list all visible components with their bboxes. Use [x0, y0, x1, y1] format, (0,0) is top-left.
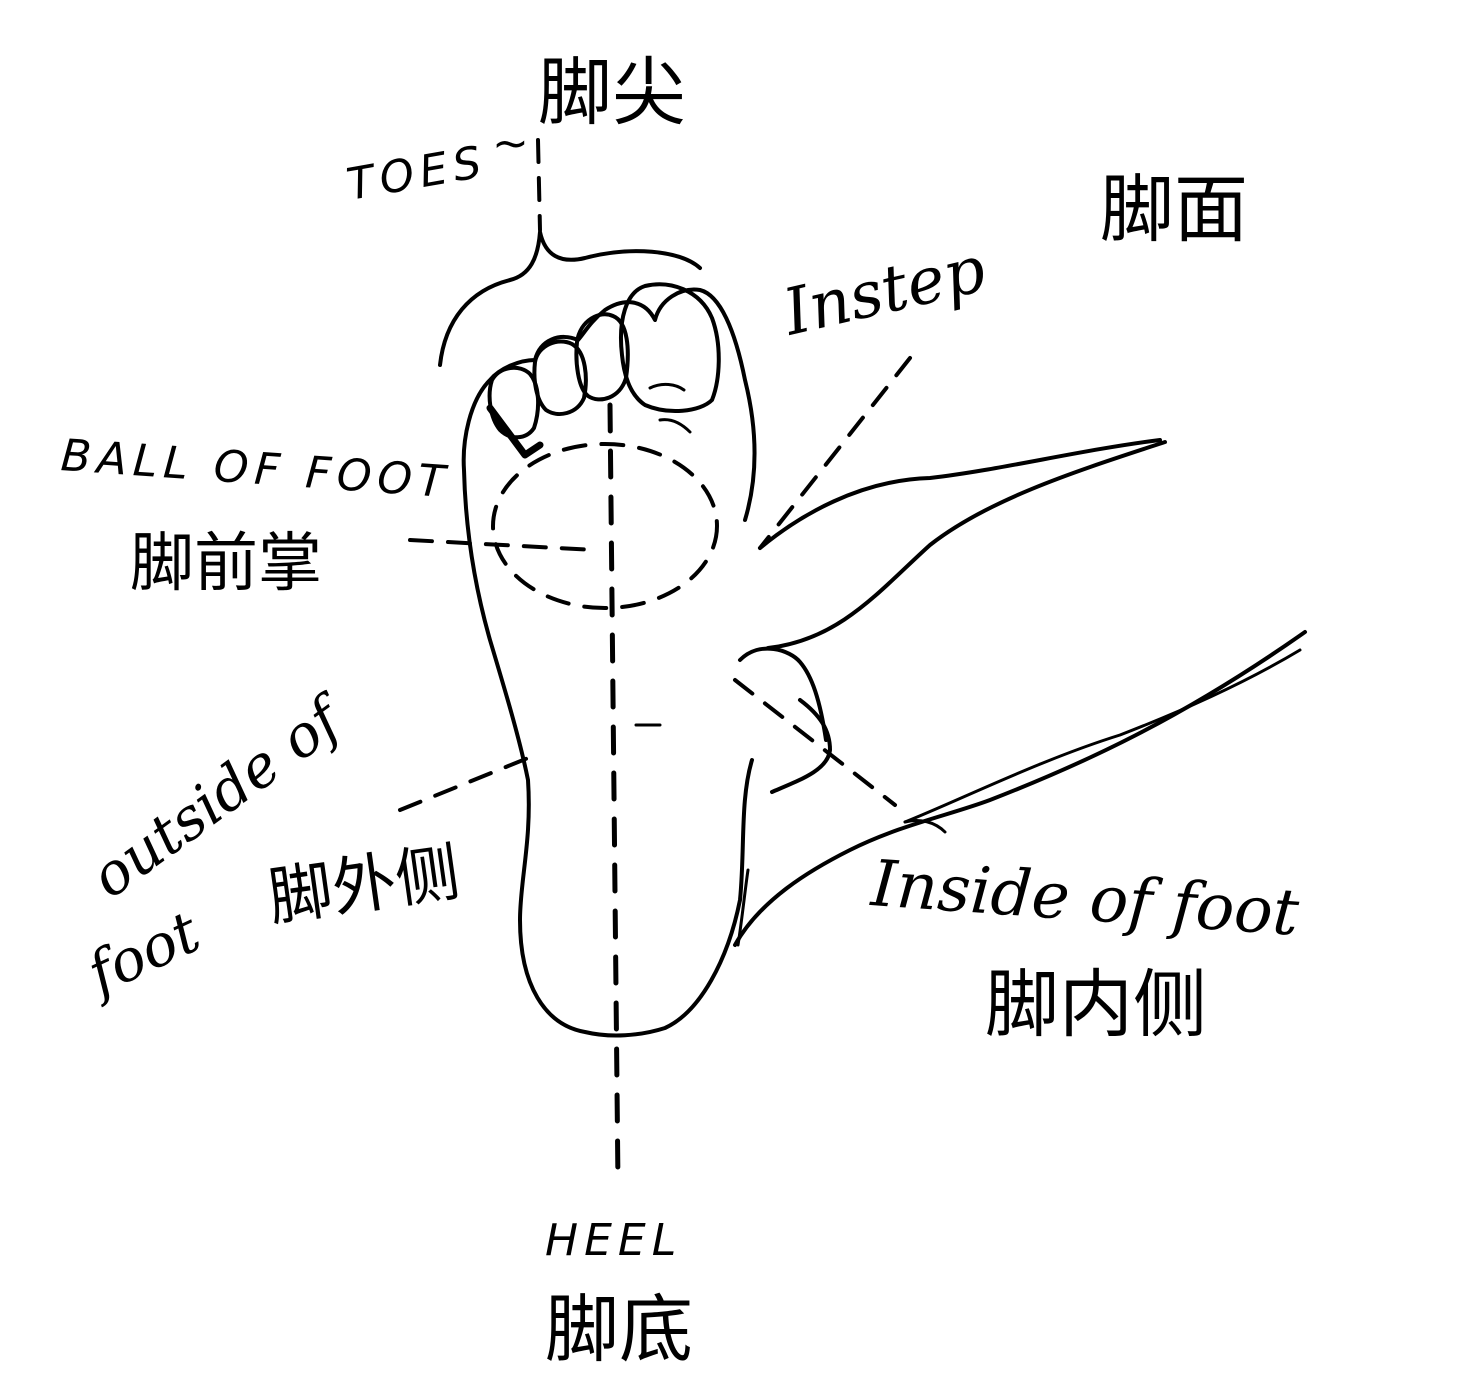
- outside-of-foot-leader: [398, 756, 530, 812]
- toes-leader: [536, 138, 542, 232]
- ball-of-foot-leader: [408, 538, 597, 552]
- ball-of-foot-oval: [491, 442, 719, 610]
- instep-label: Instep: [776, 233, 992, 351]
- inside-of-foot-tick: [903, 818, 947, 834]
- instep-leader: [758, 356, 912, 550]
- ball-of-foot-label: BALL OF FOOT: [59, 430, 452, 508]
- toes-connector: ~: [492, 118, 535, 169]
- leg-lower-contour: [733, 630, 1307, 947]
- big-toe: [619, 282, 721, 413]
- leg-upper-contour-2: [766, 440, 1167, 650]
- inside-heel-line: [736, 868, 750, 947]
- ankle-contour: [738, 646, 828, 742]
- labels: TOES ~ 脚尖 Instep 脚面 BALL OF FOOT 脚前掌 out…: [59, 50, 1301, 1373]
- heel-chinese-label: 脚底: [545, 1287, 693, 1373]
- sole-outline: [461, 287, 757, 1038]
- ankle-bone: [770, 698, 832, 794]
- toes-label: TOES: [343, 136, 491, 211]
- leg-lower-contour-2: [903, 648, 1302, 824]
- outside-of-foot-label-line2: foot: [74, 897, 211, 1009]
- leg-upper-contour: [758, 438, 1162, 550]
- inside-of-foot-chinese-label: 脚内侧: [985, 962, 1207, 1048]
- leader-lines: [398, 138, 947, 834]
- second-toe: [574, 312, 630, 402]
- leg-drawing: [733, 438, 1307, 947]
- inside-of-foot-leader: [733, 678, 897, 807]
- outside-of-foot-chinese-label: 脚外侧: [264, 836, 464, 936]
- foot-sole-drawing: [461, 282, 757, 1188]
- instep-chinese-label: 脚面: [1100, 167, 1248, 253]
- fourth-toe: [487, 365, 541, 440]
- ball-of-foot-chinese-label: 脚前掌: [130, 527, 322, 601]
- inside-of-foot-label: Inside of foot: [868, 847, 1301, 951]
- toes-bracket: [438, 230, 702, 367]
- toes-chinese-label: 脚尖: [538, 50, 686, 136]
- toe-crease: [648, 382, 692, 434]
- ball-marker: [486, 404, 544, 459]
- heel-label: HEEL: [545, 1215, 682, 1266]
- sole-axis-line: [607, 402, 621, 1188]
